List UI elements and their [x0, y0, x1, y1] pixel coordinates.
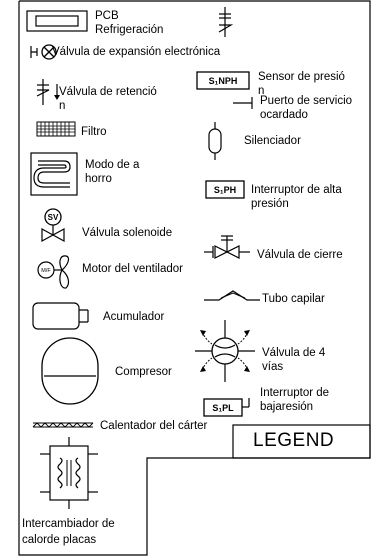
stop-valve-label: Válvula de cierre	[257, 249, 343, 261]
fan-motor-icon: M/F	[37, 255, 70, 289]
accumulator-icon	[32, 302, 89, 330]
fan-motor-label: Motor del ventilador	[82, 263, 183, 275]
low-pressure-sensor-icon: S₁NPH	[196, 71, 250, 90]
saving-mode-label: Modo de a horro	[85, 159, 140, 185]
solenoid-valve-label: Válvula solenoide	[82, 227, 173, 239]
check-valve-icon	[36, 79, 60, 105]
capillary-tube-icon	[204, 290, 260, 301]
electronic-expansion-valve-label: Válvula de expansión electrónica	[52, 46, 221, 58]
accumulator-label: Acumulador	[103, 311, 165, 323]
low-pressure-sensor-label: Sensor de presió n	[258, 71, 345, 97]
compressor-label: Compresor	[115, 366, 172, 378]
fan-motor-tag: M/F	[41, 268, 51, 274]
high-pressure-switch-label: Interruptor de alta presión	[251, 184, 342, 210]
low-pressure-sensor-tag: S₁NPH	[209, 76, 238, 86]
solenoid-valve-tag: SV	[48, 213, 59, 222]
check-valve-top-icon	[218, 7, 234, 37]
electronic-expansion-valve-icon	[30, 44, 57, 60]
crankcase-heater-label: Calentador del cárter	[100, 420, 208, 432]
plate-heat-exchanger-icon	[40, 437, 98, 509]
legend-title: LEGEND	[253, 430, 335, 451]
solenoid-valve-icon: SV	[41, 208, 65, 243]
check-valve-label: Válvula de retenció n	[59, 86, 157, 112]
filter-label: Filtro	[81, 126, 107, 138]
service-port-icon	[233, 97, 253, 109]
low-pressure-switch-label: Interruptor de bajaresión	[260, 387, 330, 413]
service-port-label: Puerto de servicio ocardado	[260, 95, 353, 121]
silencer-icon	[208, 122, 222, 160]
high-pressure-switch-icon: S₁PH	[205, 180, 245, 199]
capillary-tube-label: Tubo capilar	[262, 293, 325, 305]
saving-mode-icon	[30, 152, 78, 196]
plate-heat-exchanger-label: Intercambiador de calorde placas	[22, 518, 115, 546]
high-pressure-switch-tag: S₁PH	[214, 185, 236, 195]
four-way-valve-label: Válvula de 4 vías	[262, 347, 326, 373]
pcb-icon	[26, 10, 88, 32]
low-pressure-switch-tag: S₁PL	[212, 403, 234, 413]
silencer-label: Silenciador	[244, 135, 301, 147]
stop-valve-icon	[204, 235, 250, 259]
filter-icon	[36, 121, 76, 137]
compressor-icon	[41, 337, 99, 405]
pcb-label-text: PCB Refrigeración	[95, 10, 164, 36]
four-way-valve-icon	[195, 320, 255, 382]
crankcase-heater-icon	[32, 422, 94, 428]
pcb-label: PCB Refrigeración	[95, 9, 163, 37]
low-pressure-switch-icon: S₁PL	[203, 398, 250, 417]
